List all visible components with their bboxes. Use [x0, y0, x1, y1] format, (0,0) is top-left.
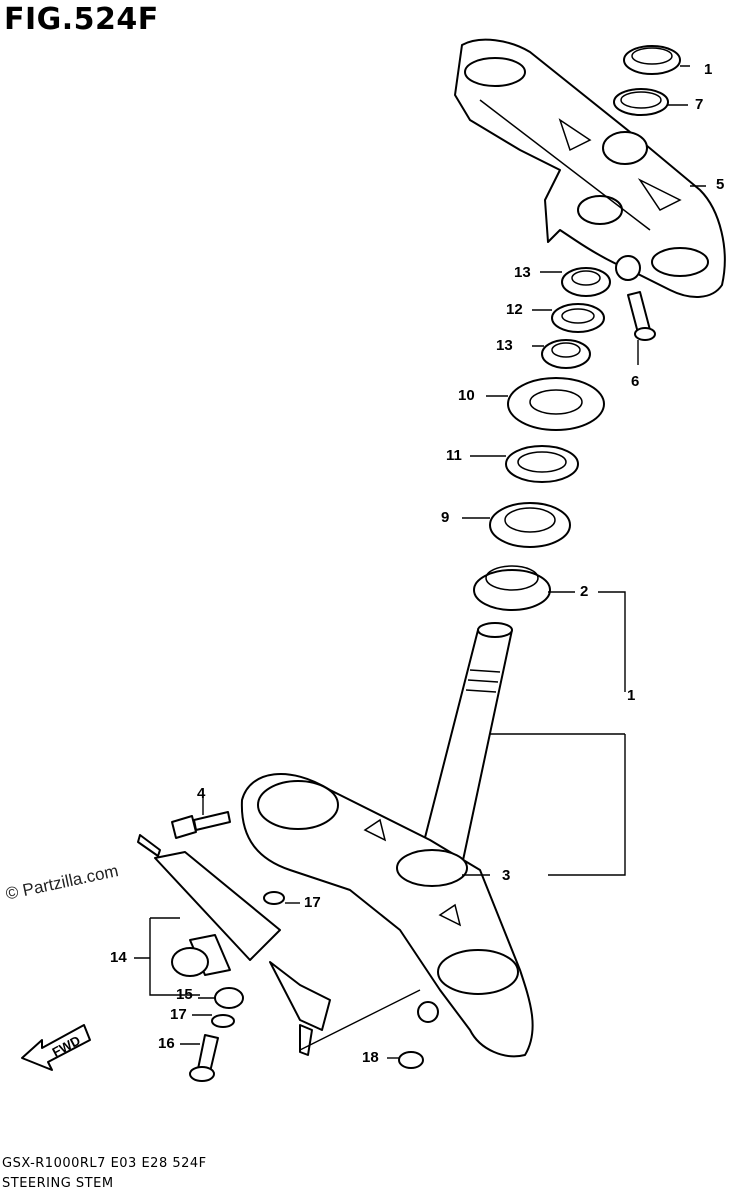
callout-10: 10 — [458, 387, 475, 404]
steering-damper — [137, 834, 331, 1056]
washer-17-upper — [263, 891, 285, 905]
bearing-2 — [473, 565, 551, 611]
callout-18: 18 — [362, 1049, 379, 1066]
callout-8: 1 — [704, 61, 713, 78]
bolt-4 — [171, 811, 231, 839]
bolt-6 — [627, 291, 656, 341]
bearing-9 — [489, 502, 571, 548]
lower-bracket — [240, 773, 534, 1058]
washer-17-lower — [211, 1014, 235, 1028]
callout-17-lower: 17 — [170, 1006, 187, 1023]
callout-14: 14 — [110, 949, 127, 966]
callout-2: 2 — [580, 583, 589, 600]
callout-16: 16 — [158, 1035, 175, 1052]
callout-3: 3 — [502, 867, 511, 884]
fwd-arrow: FWD — [21, 1024, 91, 1071]
leader-lines — [134, 65, 706, 1059]
nut-13-lower — [541, 339, 591, 369]
bolt-16 — [189, 1034, 219, 1082]
callout-17-upper: 17 — [304, 894, 321, 911]
callout-1: 1 — [627, 687, 636, 704]
fwd-label: FWD — [50, 1033, 83, 1060]
callout-11: 11 — [446, 447, 462, 464]
callout-13-upper: 13 — [514, 264, 531, 281]
callout-15: 15 — [176, 986, 193, 1003]
callout-13-lower: 13 — [496, 337, 513, 354]
footer-assembly-name: STEERING STEM — [2, 1176, 114, 1191]
nut-13-upper — [561, 267, 611, 297]
washer-11 — [505, 445, 579, 483]
callout-9: 9 — [441, 509, 450, 526]
callout-12: 12 — [506, 301, 523, 318]
ring-8 — [623, 45, 681, 75]
callout-7: 7 — [695, 96, 704, 113]
figure-title: FIG.524F — [4, 2, 159, 37]
stem-shaft — [417, 622, 513, 866]
upper-bracket — [454, 38, 726, 298]
nut-15 — [214, 987, 244, 1009]
footer-model-code: GSX-R1000RL7 E03 E28 524F — [2, 1156, 207, 1171]
callout-6: 6 — [631, 373, 640, 390]
ring-7 — [613, 88, 669, 116]
nut-18 — [398, 1051, 424, 1069]
callout-5: 5 — [716, 176, 725, 193]
callout-4: 4 — [197, 785, 206, 802]
washer-12 — [551, 303, 605, 333]
seal-10 — [507, 377, 605, 431]
